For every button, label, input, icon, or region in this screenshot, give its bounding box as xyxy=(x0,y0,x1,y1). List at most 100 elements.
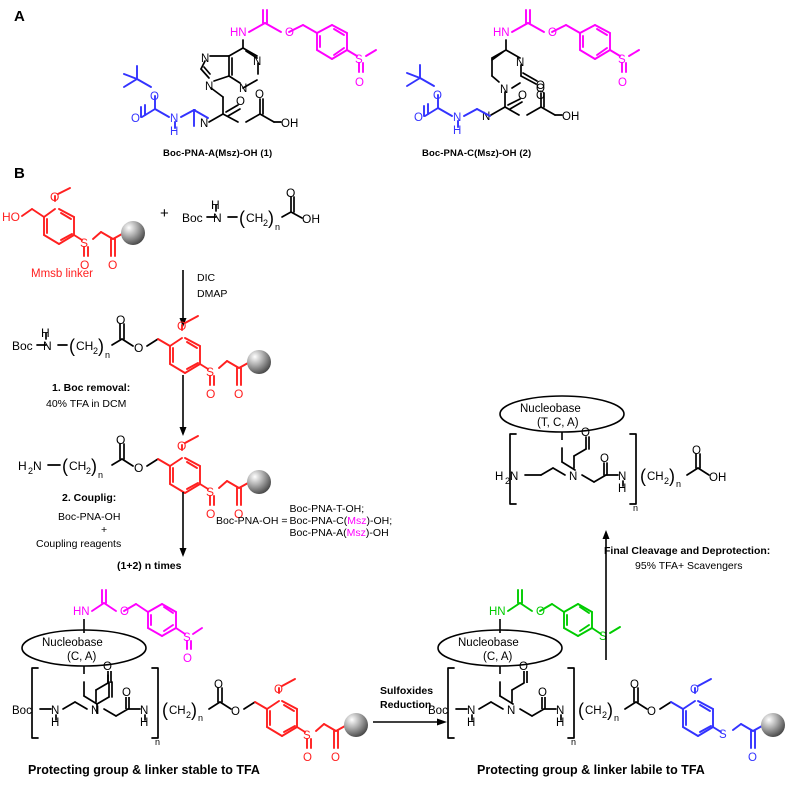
svg-text:N: N xyxy=(467,705,475,717)
svg-text:n: n xyxy=(275,222,280,232)
step-sulfoxide-reduction-line1: Sulfoxides xyxy=(380,685,434,697)
svg-text:Nucleobase: Nucleobase xyxy=(458,637,519,649)
svg-text:O: O xyxy=(183,653,192,665)
svg-text:N: N xyxy=(569,471,577,483)
svg-text:O: O xyxy=(231,706,240,718)
panel-b-letter: B xyxy=(14,165,25,182)
svg-text:S: S xyxy=(80,236,88,250)
structure-oligomer-protected: O HN S O Nucleobase (C, A) xyxy=(12,578,387,764)
svg-text:Boc: Boc xyxy=(12,705,32,717)
caption-reduced-oligomer: Protecting group & linker labile to TFA xyxy=(477,763,705,777)
svg-text:O: O xyxy=(690,684,699,696)
svg-text:O: O xyxy=(518,90,527,102)
pna-legend-entry-1-mid: Msz xyxy=(347,515,367,527)
svg-text:): ) xyxy=(191,700,197,720)
compound-1-label: Boc-PNA-A(Msz)-OH (1) xyxy=(163,148,273,159)
svg-text:Boc: Boc xyxy=(182,211,203,225)
reagent-dic: DIC xyxy=(197,272,216,284)
svg-text:O: O xyxy=(285,27,294,39)
svg-text:HN: HN xyxy=(493,27,510,39)
svg-text:n: n xyxy=(105,350,110,360)
svg-text:O: O xyxy=(618,77,627,89)
svg-text:(T, C, A): (T, C, A) xyxy=(537,417,579,429)
svg-text:CH: CH xyxy=(69,459,86,473)
svg-text:O: O xyxy=(536,80,545,92)
svg-text:O: O xyxy=(274,684,283,696)
svg-text:S: S xyxy=(206,365,214,379)
svg-text:O: O xyxy=(80,258,89,272)
pna-legend: Boc-PNA-OH = Boc-PNA-T-OH; Boc-PNA-C(Msz… xyxy=(216,503,392,539)
svg-text:O: O xyxy=(600,453,609,465)
pna-legend-prefix: Boc-PNA-OH = xyxy=(216,515,288,527)
svg-text:): ) xyxy=(268,208,274,228)
pna-legend-entry-1-post: )-OH; xyxy=(366,515,393,527)
svg-text:): ) xyxy=(98,336,104,356)
svg-text:2: 2 xyxy=(664,476,669,486)
svg-text:): ) xyxy=(669,466,675,486)
step-coupling-title: 2. Couplig: xyxy=(62,492,117,504)
svg-text:O: O xyxy=(286,186,295,200)
svg-text:O: O xyxy=(748,752,757,764)
svg-text:O: O xyxy=(131,113,140,125)
structure-intermediate-1: Boc N H ( CH 2 ) n O O O S O O xyxy=(10,305,360,401)
svg-text:O: O xyxy=(206,387,215,401)
svg-text:OH: OH xyxy=(562,111,579,123)
svg-text:N: N xyxy=(43,339,52,353)
svg-text:O: O xyxy=(647,706,656,718)
svg-text:O: O xyxy=(234,387,243,401)
svg-text:O: O xyxy=(108,258,117,272)
reaction-arrow-boc-removal xyxy=(178,375,192,437)
svg-text:O: O xyxy=(116,433,125,447)
svg-text:H: H xyxy=(140,717,148,729)
svg-text:O: O xyxy=(519,661,528,673)
svg-text:n: n xyxy=(614,713,619,723)
svg-text:CH: CH xyxy=(246,211,263,225)
svg-text:CH: CH xyxy=(76,339,93,353)
reaction-arrow-dic-dmap xyxy=(178,270,192,328)
svg-text:O: O xyxy=(206,507,215,521)
svg-text:(: ( xyxy=(62,456,68,476)
svg-text:S: S xyxy=(719,729,727,741)
svg-text:Nucleobase: Nucleobase xyxy=(520,403,581,415)
svg-text:N: N xyxy=(453,112,461,124)
structure-mmsb-linker: HO O S O O xyxy=(0,175,160,275)
svg-text:O: O xyxy=(122,687,131,699)
svg-text:(: ( xyxy=(239,208,245,228)
structure-boc-pna-c-msz-oh: O HN S O xyxy=(400,4,700,149)
svg-text:H: H xyxy=(467,717,475,729)
svg-text:OH: OH xyxy=(709,472,726,484)
svg-text:n: n xyxy=(676,479,681,489)
svg-text:n: n xyxy=(198,713,203,723)
svg-text:S: S xyxy=(618,54,626,66)
svg-text:(C, A): (C, A) xyxy=(483,651,513,663)
svg-text:O: O xyxy=(150,91,159,103)
svg-text:N: N xyxy=(618,471,626,483)
reagent-dmap: DMAP xyxy=(197,288,228,300)
svg-text:HN: HN xyxy=(489,606,506,618)
svg-text:O: O xyxy=(433,90,442,102)
svg-text:N: N xyxy=(201,53,209,65)
svg-text:N: N xyxy=(482,111,490,123)
svg-text:n: n xyxy=(571,737,576,747)
svg-text:N: N xyxy=(556,705,564,717)
svg-text:H: H xyxy=(170,126,178,138)
svg-text:OH: OH xyxy=(302,212,320,226)
svg-text:(: ( xyxy=(640,466,646,486)
svg-text:O: O xyxy=(630,679,639,691)
pna-legend-entry-2-pre: Boc-PNA-A( xyxy=(289,527,347,539)
structure-oligomer-reduced: O HN S Nucleobase (C, A) Boc N H N O O N… xyxy=(428,578,797,764)
svg-text:CH: CH xyxy=(585,705,602,717)
svg-text:N: N xyxy=(140,705,148,717)
svg-text:N: N xyxy=(33,459,42,473)
svg-text:O: O xyxy=(134,341,143,355)
svg-text:HN: HN xyxy=(230,27,247,39)
svg-text:2: 2 xyxy=(263,218,268,228)
svg-text:N: N xyxy=(510,471,518,483)
svg-text:O: O xyxy=(536,90,545,102)
svg-text:N: N xyxy=(500,84,508,96)
svg-text:O: O xyxy=(116,313,125,327)
caption-protected-oligomer: Protecting group & linker stable to TFA xyxy=(28,763,260,777)
svg-text:): ) xyxy=(607,700,613,720)
step-coupling-reagent: Boc-PNA-OH xyxy=(58,511,121,523)
svg-text:O: O xyxy=(234,507,243,521)
